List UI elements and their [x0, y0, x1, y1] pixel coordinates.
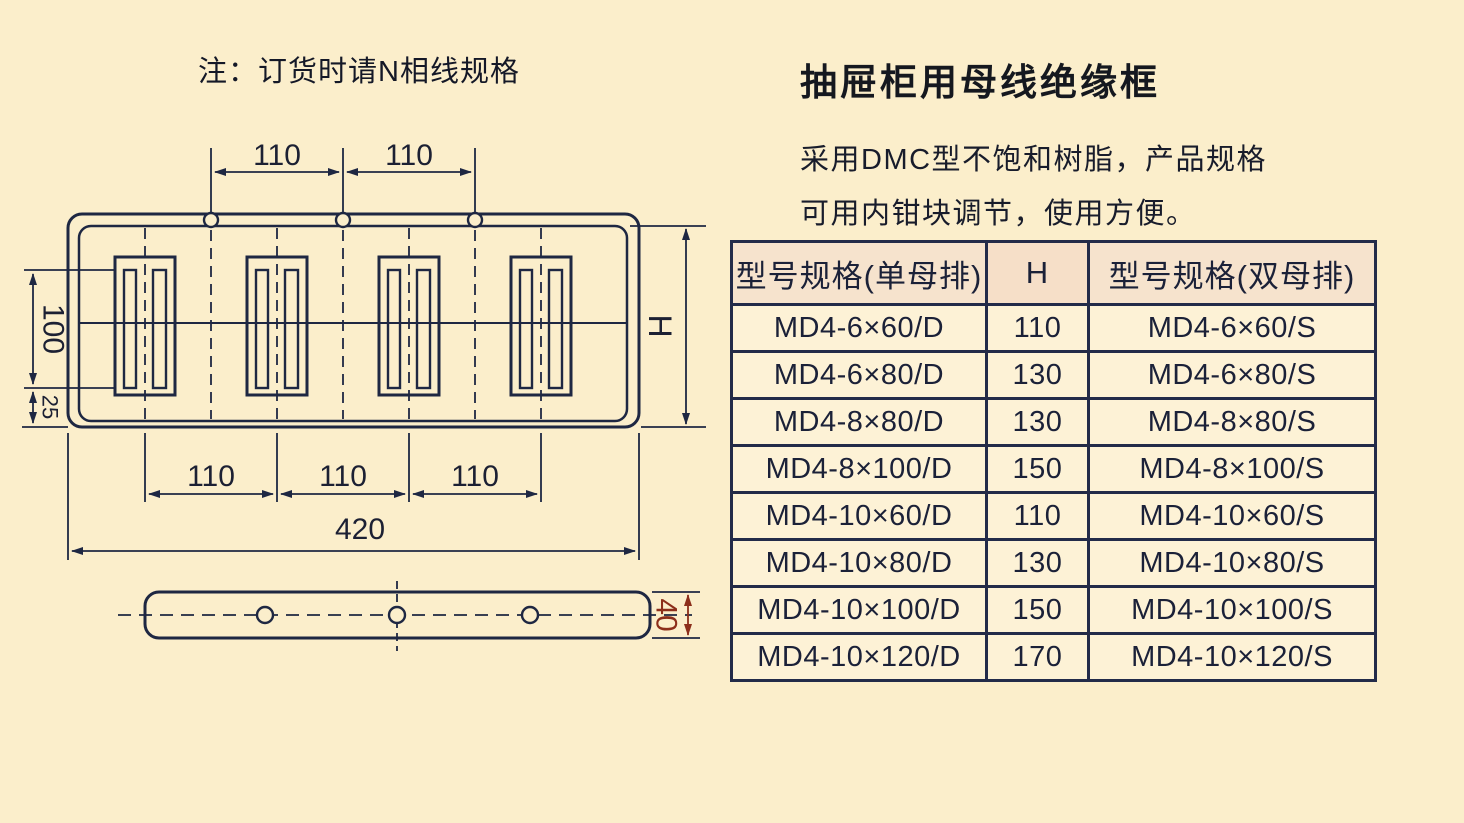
dim-label-100: 100 [37, 304, 70, 354]
description-line-1: 采用DMC型不饱和树脂，产品规格 [800, 144, 1268, 176]
side-view [118, 581, 692, 651]
thickness-dimension-40: 40 [650, 591, 700, 639]
cell-model-single: MD4-10×80/D [730, 538, 988, 588]
cell-model-single: MD4-10×120/D [730, 632, 988, 682]
dim-label-top-1: 110 [253, 139, 301, 172]
dim-label-25: 25 [38, 395, 63, 419]
table-row: MD4-10×100/D 150 MD4-10×100/S [730, 585, 1377, 635]
slot-unit-3 [377, 255, 441, 397]
total-width-dimension-420: 420 [67, 433, 640, 560]
cell-h: 130 [985, 397, 1090, 447]
description-line-2: 可用内钳块调节，使用方便。 [800, 198, 1197, 230]
cell-h: 110 [985, 303, 1090, 353]
table-header-row: 型号规格(单母排) H 型号规格(双母排) [730, 240, 1377, 306]
cell-model-double: MD4-6×60/S [1087, 303, 1377, 353]
table-row: MD4-10×120/D 170 MD4-10×120/S [730, 632, 1377, 682]
cell-model-double: MD4-10×80/S [1087, 538, 1377, 588]
mounting-holes-top [202, 211, 484, 229]
busbar-frame-drawing: 110 110 [22, 139, 706, 651]
table-row: MD4-6×80/D 130 MD4-6×80/S [730, 350, 1377, 400]
left-dimension-100: 100 [24, 269, 116, 389]
dim-label-420: 420 [335, 513, 385, 546]
slot-unit-2 [245, 255, 309, 397]
cell-model-double: MD4-10×60/S [1087, 491, 1377, 541]
cell-model-single: MD4-8×100/D [730, 444, 988, 494]
cell-model-single: MD4-10×60/D [730, 491, 988, 541]
side-view-holes [255, 605, 540, 625]
cell-h: 150 [985, 585, 1090, 635]
cell-model-double: MD4-10×120/S [1087, 632, 1377, 682]
top-dimension-110-110: 110 110 [210, 139, 476, 213]
dim-label-bottom-1: 110 [187, 460, 235, 493]
cell-model-double: MD4-10×100/S [1087, 585, 1377, 635]
col-header-double-busbar: 型号规格(双母排) [1087, 240, 1377, 306]
left-dimension-25: 25 [22, 391, 68, 428]
busbar-slot-units [113, 255, 573, 397]
cell-model-single: MD4-10×100/D [730, 585, 988, 635]
table-row: MD4-10×60/D 110 MD4-10×60/S [730, 491, 1377, 541]
dim-label-bottom-2: 110 [319, 460, 367, 493]
cell-h: 130 [985, 538, 1090, 588]
dim-label-40: 40 [650, 598, 683, 631]
cell-h: 130 [985, 350, 1090, 400]
dim-label-top-2: 110 [385, 139, 433, 172]
height-dimension-h: H [630, 225, 706, 428]
cell-model-single: MD4-6×60/D [730, 303, 988, 353]
table-row: MD4-8×80/D 130 MD4-8×80/S [730, 397, 1377, 447]
slot-unit-1 [113, 255, 177, 397]
table-row: MD4-6×60/D 110 MD4-6×60/S [730, 303, 1377, 353]
slot-unit-4 [509, 255, 573, 397]
product-description: 采用DMC型不饱和树脂，产品规格 可用内钳块调节，使用方便。 [800, 133, 1267, 241]
table-row: MD4-10×80/D 130 MD4-10×80/S [730, 538, 1377, 588]
table-row: MD4-8×100/D 150 MD4-8×100/S [730, 444, 1377, 494]
dashed-center-lines [144, 228, 542, 419]
cell-h: 150 [985, 444, 1090, 494]
col-header-h: H [985, 240, 1090, 306]
page-title: 抽屉柜用母线绝缘框 [800, 62, 1160, 103]
cell-model-double: MD4-6×80/S [1087, 350, 1377, 400]
dim-label-bottom-3: 110 [451, 460, 499, 493]
cell-model-double: MD4-8×100/S [1087, 444, 1377, 494]
cell-model-single: MD4-8×80/D [730, 397, 988, 447]
cell-h: 170 [985, 632, 1090, 682]
order-note: 注：订货时请N相线规格 [198, 56, 520, 88]
dim-label-h: H [642, 314, 678, 337]
cell-h: 110 [985, 491, 1090, 541]
col-header-single-busbar: 型号规格(单母排) [730, 240, 988, 306]
spec-table: 型号规格(单母排) H 型号规格(双母排) MD4-6×60/D 110 MD4… [730, 240, 1377, 682]
cell-model-double: MD4-8×80/S [1087, 397, 1377, 447]
bottom-dimensions-110: 110 110 110 [144, 433, 542, 502]
cell-model-single: MD4-6×80/D [730, 350, 988, 400]
